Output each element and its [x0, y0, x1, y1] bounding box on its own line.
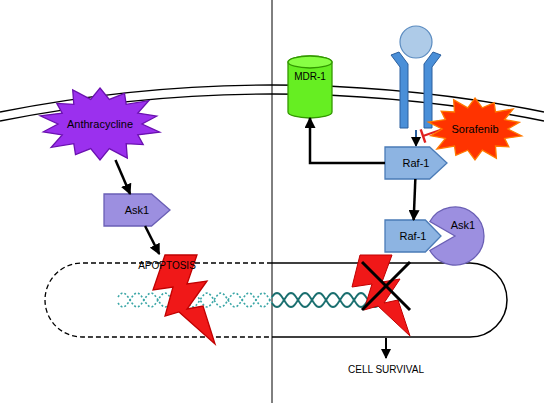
receptor-bar	[391, 52, 408, 128]
cylinder-top	[288, 56, 332, 68]
node-label: Ask1	[383, 219, 543, 231]
node-label: Raf-1	[336, 157, 496, 169]
kinase-chevron: Ask1	[104, 194, 170, 226]
kinase-chevron: Raf-1	[385, 220, 441, 252]
dna-strand	[272, 293, 378, 307]
block-cross	[362, 262, 410, 310]
block-cross	[362, 262, 410, 310]
lightning-bolt	[352, 255, 410, 336]
ligand-ball	[400, 26, 432, 58]
kinase-chevron: Raf-1	[385, 147, 447, 179]
signal-arrow	[415, 130, 417, 146]
flow-arrow	[115, 160, 130, 194]
outcome-label: CELL SURVIVAL	[326, 364, 446, 375]
dna-helix	[118, 293, 378, 307]
outcome-arrow	[385, 338, 387, 358]
shape-fill	[288, 56, 332, 118]
divider-line	[272, 0, 273, 403]
outcome-bolt: APOPTOSIS	[125, 254, 240, 346]
drug-starburst: Sorafenib	[428, 98, 522, 160]
flow-arrow	[145, 226, 159, 254]
node-label: Anthracycline	[20, 118, 180, 130]
node-label: APOPTOSIS	[87, 260, 247, 271]
drug-starburst: Anthracycline	[40, 88, 160, 160]
transporter-cylinder: MDR-1	[288, 56, 332, 118]
shape-outline	[425, 206, 485, 266]
node-label: Sorafenib	[395, 123, 544, 135]
receptor-bar	[424, 52, 441, 128]
flow-arrow	[414, 179, 416, 220]
shape-outline	[288, 56, 332, 118]
node-label: MDR-1	[230, 71, 390, 82]
flow-arrow	[310, 118, 385, 163]
shape-fill	[430, 207, 484, 265]
dna-strand	[272, 293, 378, 307]
nucleus-outline	[272, 263, 507, 337]
inhibition-bar	[421, 129, 426, 142]
node-label: Ask1	[57, 204, 217, 216]
kinase-pacman: Ask1	[425, 206, 485, 266]
